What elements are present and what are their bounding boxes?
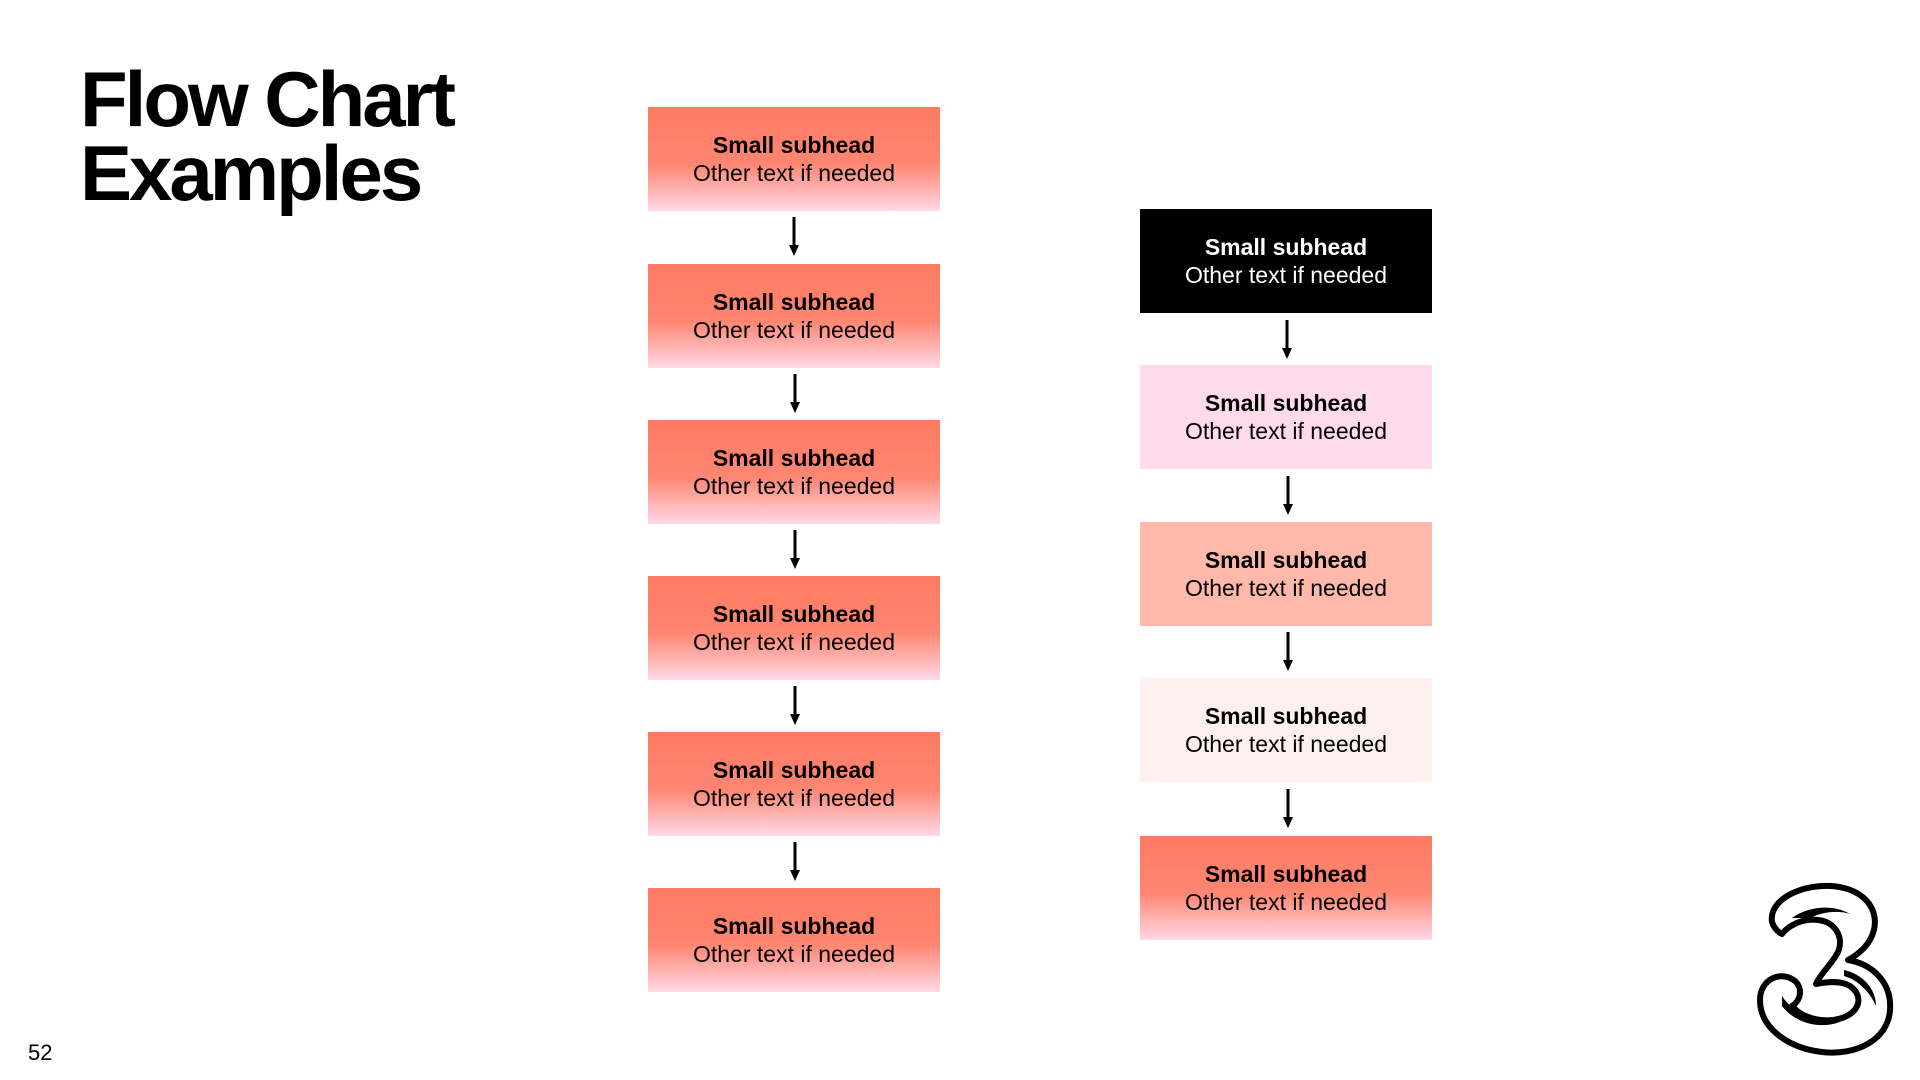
down-arrow-icon: [789, 217, 799, 256]
box-text: Other text if needed: [692, 941, 895, 967]
left-flow-box-4: Small subhead Other text if needed: [648, 576, 940, 680]
box-text: Other text if needed: [1184, 418, 1387, 444]
down-arrow-icon: [790, 530, 800, 569]
box-subhead: Small subhead: [712, 289, 876, 315]
right-flow-box-2: Small subhead Other text if needed: [1140, 365, 1432, 469]
box-subhead: Small subhead: [712, 757, 876, 783]
box-subhead: Small subhead: [712, 445, 876, 471]
box-text: Other text if needed: [1184, 262, 1387, 288]
title-line-1: Flow Chart: [80, 55, 456, 143]
box-subhead: Small subhead: [1204, 703, 1368, 729]
box-text: Other text if needed: [1184, 731, 1387, 757]
title-line-2: Examples: [80, 129, 423, 217]
three-logo-icon: [1757, 882, 1894, 1056]
down-arrow-icon: [1283, 476, 1293, 515]
box-subhead: Small subhead: [1204, 390, 1368, 416]
box-subhead: Small subhead: [1204, 547, 1368, 573]
left-flow-box-3: Small subhead Other text if needed: [648, 420, 940, 524]
box-subhead: Small subhead: [1204, 861, 1368, 887]
down-arrow-icon: [790, 686, 800, 725]
box-subhead: Small subhead: [1204, 234, 1368, 260]
box-subhead: Small subhead: [712, 132, 876, 158]
left-flow-box-5: Small subhead Other text if needed: [648, 732, 940, 836]
right-flow-box-1: Small subhead Other text if needed: [1140, 209, 1432, 313]
down-arrow-icon: [1282, 320, 1292, 359]
right-flow-box-5: Small subhead Other text if needed: [1140, 836, 1432, 940]
right-flow-box-3: Small subhead Other text if needed: [1140, 522, 1432, 626]
box-subhead: Small subhead: [712, 601, 876, 627]
left-flow-box-6: Small subhead Other text if needed: [648, 888, 940, 992]
box-text: Other text if needed: [692, 629, 895, 655]
box-text: Other text if needed: [692, 785, 895, 811]
left-flow-box-1: Small subhead Other text if needed: [648, 107, 940, 211]
right-flow-box-4: Small subhead Other text if needed: [1140, 678, 1432, 782]
left-flow-box-2: Small subhead Other text if needed: [648, 264, 940, 368]
page-number: 52: [28, 1040, 53, 1065]
box-text: Other text if needed: [692, 473, 895, 499]
down-arrow-icon: [790, 374, 800, 413]
down-arrow-icon: [790, 842, 800, 881]
box-subhead: Small subhead: [712, 913, 876, 939]
box-text: Other text if needed: [692, 160, 895, 186]
box-text: Other text if needed: [1184, 575, 1387, 601]
box-text: Other text if needed: [692, 317, 895, 343]
down-arrow-icon: [1283, 789, 1293, 828]
box-text: Other text if needed: [1184, 889, 1387, 915]
page-title: Flow Chart Examples: [80, 55, 456, 217]
down-arrow-icon: [1283, 632, 1293, 671]
